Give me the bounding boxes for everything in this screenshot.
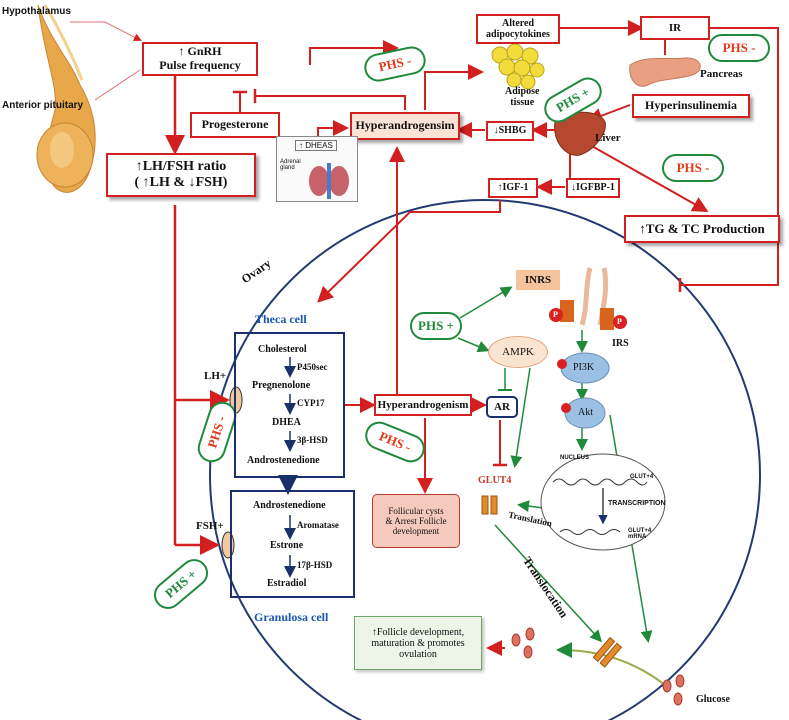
pancreas-label: Pancreas (700, 68, 743, 80)
follicle-development-box: ↑Follicle development, maturation & prom… (354, 616, 482, 670)
cholesterol-label: Cholesterol (258, 344, 307, 355)
3b-hsd-label: 3β-HSD (297, 435, 328, 445)
p-label-1: P (553, 310, 558, 319)
gnrh-arrow: ↑ (178, 44, 185, 59)
shbg-box: ↓SHBG (486, 121, 534, 141)
adipose-tissue-label: Adipose tissue (505, 86, 539, 108)
kidney-icon (309, 163, 349, 199)
glut4-label: GLUT4 (478, 475, 512, 486)
altered-adipocytokines-box: Altered adipocytokines (476, 14, 560, 44)
pi3k-label: PI3K (573, 362, 595, 373)
akt-label: Akt (578, 407, 593, 418)
estradiol-label: Estradiol (267, 578, 307, 589)
dheas-label: ↑ DHEAS (295, 140, 337, 151)
altered-adipo-line1: Altered (501, 17, 535, 29)
nucleus-label: NUCLEUS (560, 455, 590, 461)
transcription-label: TRANSCRIPTION (608, 500, 666, 507)
hyperinsulinemia-box: Hyperinsulinemia (632, 94, 750, 118)
hypothalamus-label: Hypothalamus (2, 6, 71, 17)
liver-label: Liver (595, 132, 621, 144)
follicular-cysts-box: Follicular cysts & Arrest Follicle devel… (372, 494, 460, 548)
altered-adipo-line2: adipocytokines (486, 29, 550, 40)
lh-fsh-line2: ( ↑LH & ↓FSH) (134, 175, 228, 190)
adipose-line2: tissue (510, 97, 535, 108)
irs-label: IRS (612, 338, 629, 349)
glut4-gene-label: GLUT+4 (630, 474, 654, 480)
tg-tc-box: ↑TG & TC Production (624, 215, 780, 243)
anterior-pituitary-label: Anterior pituitary (2, 100, 84, 111)
inrs-box: INRS (516, 270, 560, 290)
phs-neg-pill-pancreas: PHS - (708, 34, 770, 62)
p450sec-label: P450sec (297, 362, 328, 372)
glut4-mrna-label: GLUT+4 mRNA (628, 528, 651, 540)
akt-ellipse (564, 397, 606, 429)
hyperandrogensim-top-box: Hyperandrogensim (350, 112, 460, 140)
igfbp1-box: ↓IGFBP-1 (566, 178, 620, 198)
p-label-2: P (617, 317, 622, 326)
ir-box: IR (640, 16, 710, 40)
lh-plus-label: LH+ (204, 370, 227, 382)
dhea-label: DHEA (272, 417, 301, 428)
granulosa-cell-label: Granulosa cell (254, 610, 329, 624)
17b-hsd-label: 17β-HSD (297, 560, 333, 570)
follicle-line3: ovulation (399, 648, 437, 660)
phs-neg-pill-tg: PHS - (662, 154, 724, 182)
aromatase-label: Aromatase (297, 520, 339, 530)
cysts-line1: Follicular cysts (388, 506, 444, 516)
mrna-line1: GLUT+4 (628, 528, 652, 534)
igf1-box: ↑IGF-1 (488, 178, 538, 198)
granulosa-cell-box (230, 490, 355, 598)
lh-fsh-line1: ↑LH/FSH ratio (135, 158, 227, 174)
cysts-line2: & Arrest Follicle (385, 516, 447, 526)
theca-androstenedione-label: Androstenedione (247, 455, 320, 466)
cysts-line3: development (392, 526, 440, 536)
adrenal-gland-image: ↑ DHEAS Adrenal gland (276, 136, 358, 202)
theca-cell-box (234, 332, 345, 478)
estrone-label: Estrone (270, 540, 304, 551)
adipose-line1: Adipose (505, 86, 540, 97)
gnrh-pulse-label: Pulse frequency (159, 58, 241, 72)
gnrh-label: GnRH (187, 44, 222, 59)
follicle-line2: maturation & promotes (371, 637, 465, 649)
ar-box: AR (486, 396, 518, 418)
hyperandrogenism-mid-box: Hyperandrogenism (374, 394, 472, 416)
progesterone-box: Progesterone (190, 112, 280, 138)
ampk-oval: AMPK (488, 336, 548, 368)
gnrh-box: ↑ GnRH Pulse frequency (142, 42, 258, 76)
mrna-line2: mRNA (628, 534, 647, 540)
follicle-line1: ↑Follicle development, (371, 626, 465, 638)
ovary-circle (209, 199, 761, 720)
adrenal-label: Adrenal gland (280, 159, 301, 171)
granulosa-androstenedione-label: Androstenedione (253, 500, 326, 511)
glucose-label: Glucose (696, 694, 730, 705)
theca-cell-label: Theca cell (255, 312, 307, 326)
fsh-plus-label: FSH+ (196, 520, 224, 532)
pregnenolone-label: Pregnenolone (252, 380, 311, 391)
cyp17-label: CYP17 (297, 398, 325, 408)
phs-pos-pill-ampk: PHS + (410, 312, 462, 340)
lh-fsh-box: ↑LH/FSH ratio ( ↑LH & ↓FSH) (106, 153, 256, 197)
